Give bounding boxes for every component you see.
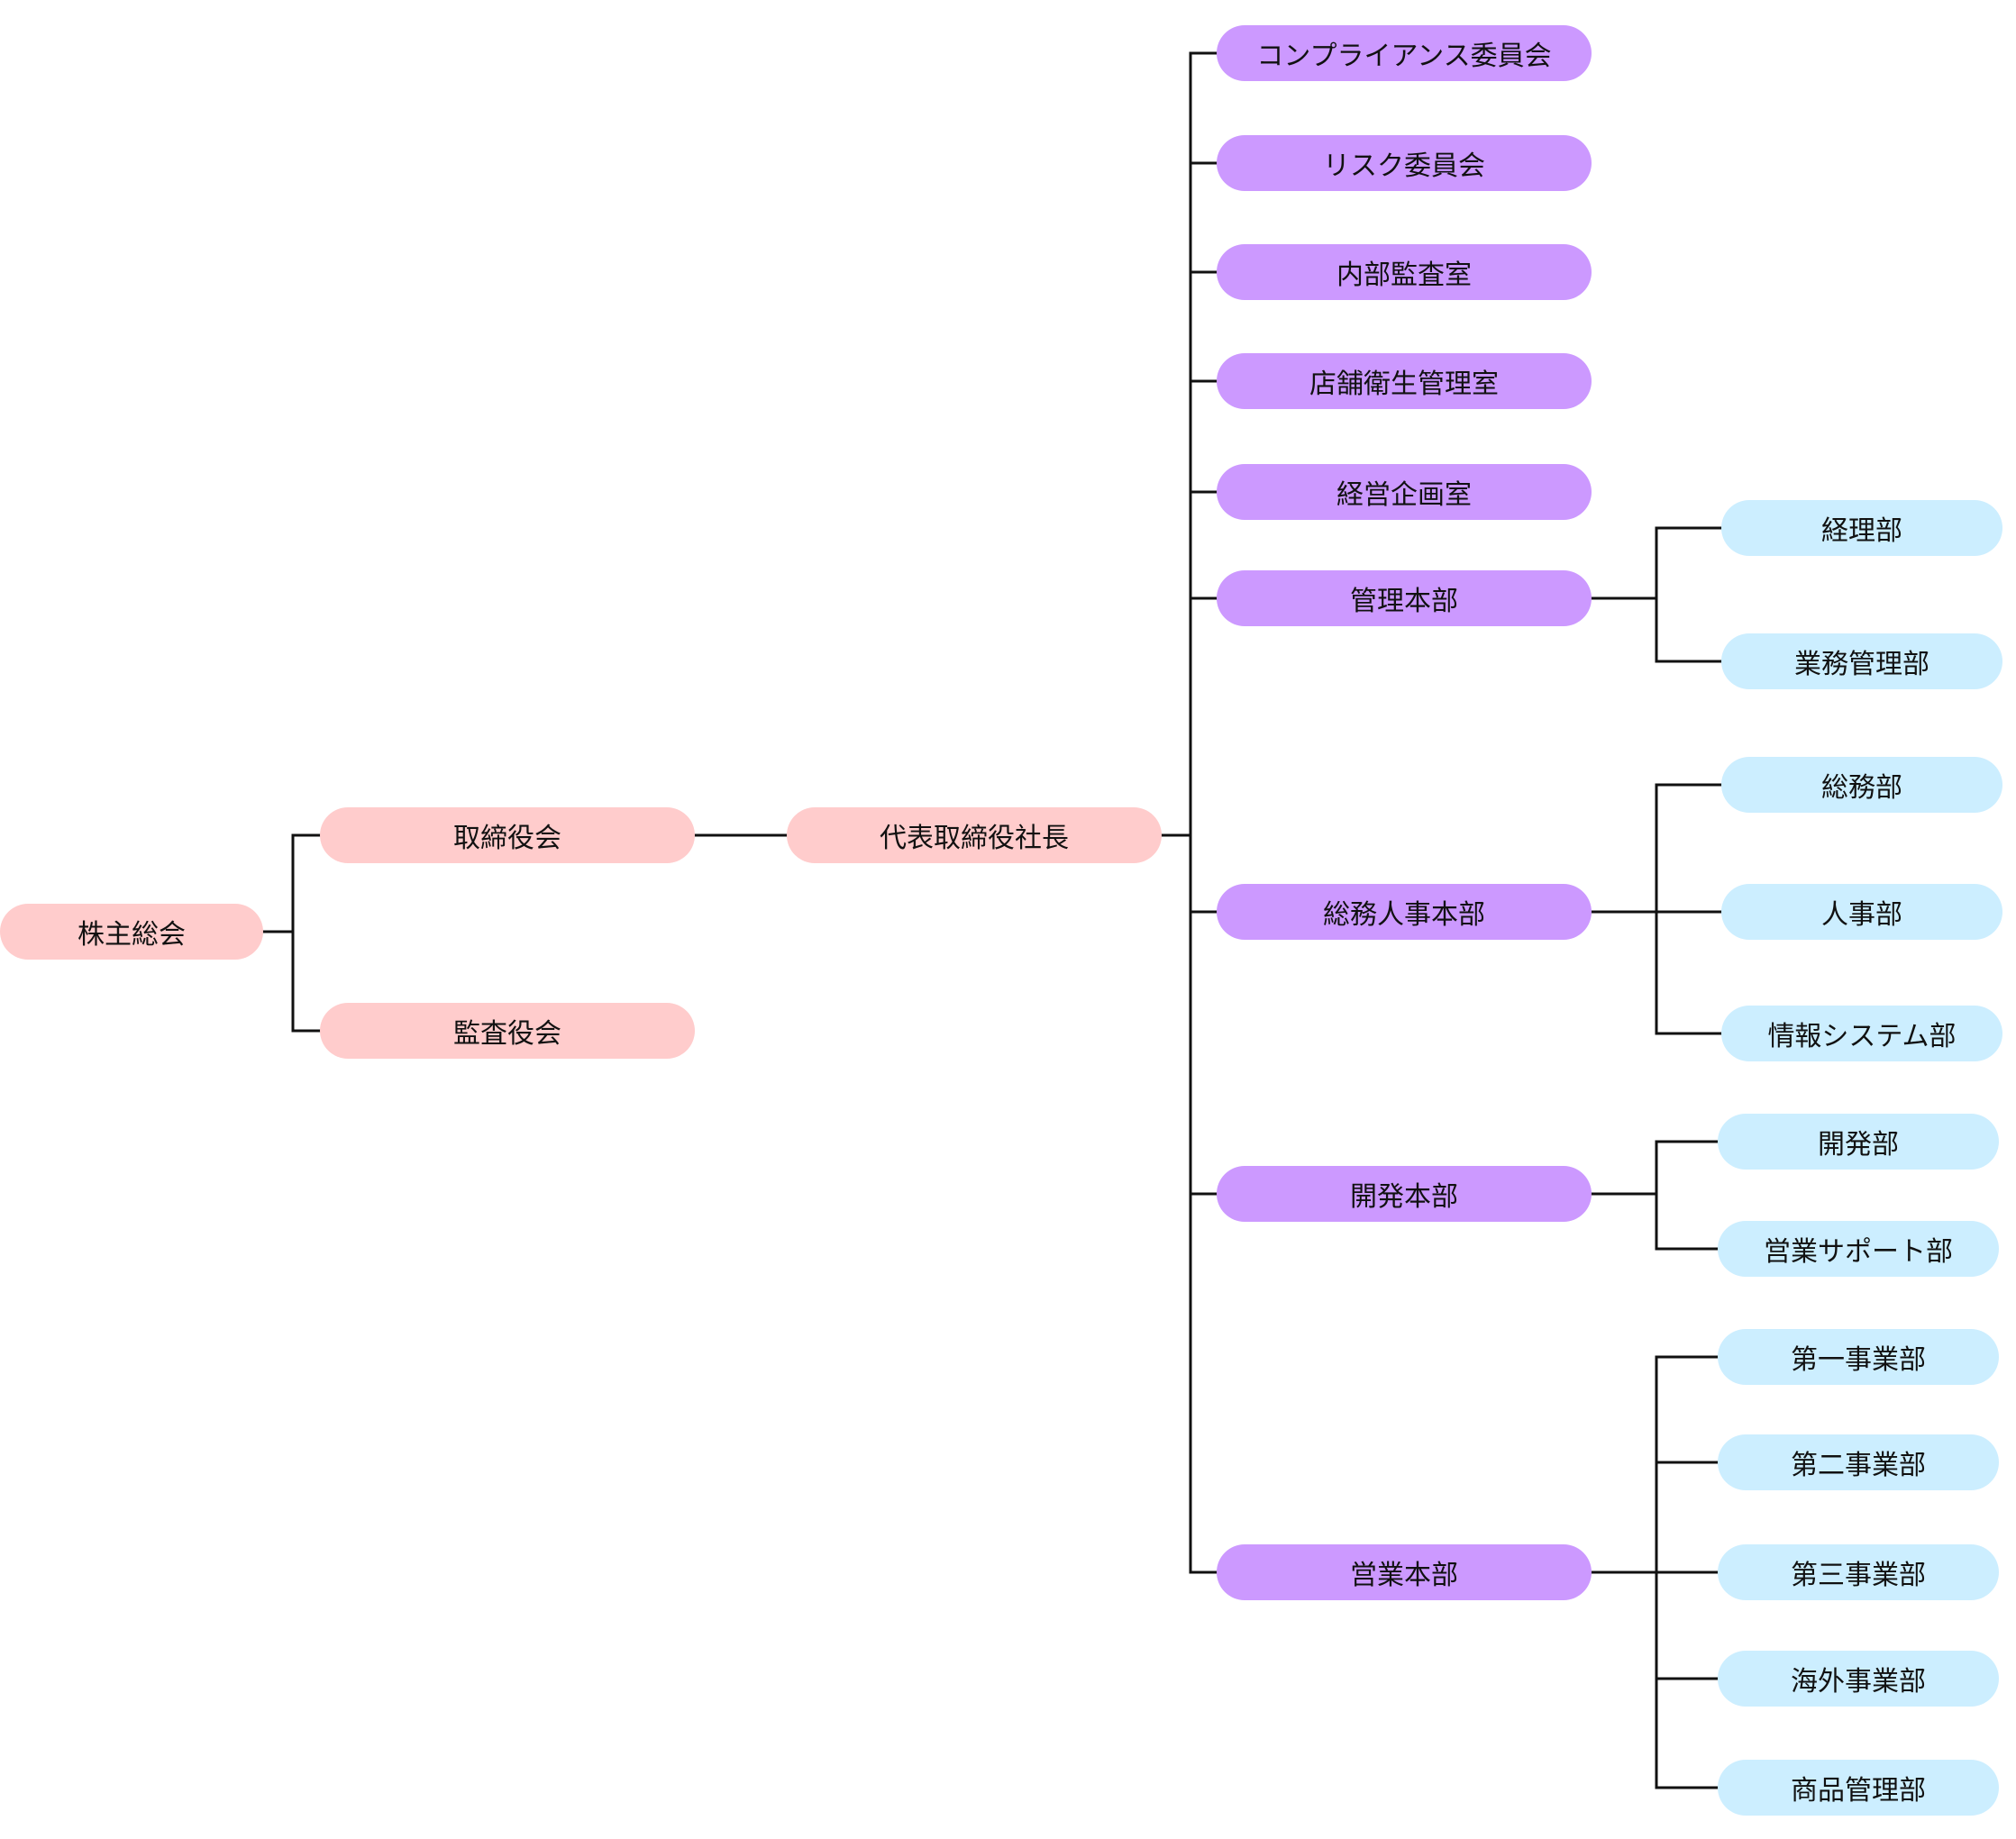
node-board-of-directors[interactable]: 取締役会 (320, 807, 695, 863)
node-audit-board[interactable]: 監査役会 (320, 1003, 695, 1059)
node-sales-support-dept[interactable]: 営業サポート部 (1718, 1221, 1999, 1277)
node-hr-dept[interactable]: 人事部 (1721, 884, 2002, 940)
node-label: 経営企画室 (1336, 479, 1472, 511)
node-operations-management-dept[interactable]: 業務管理部 (1721, 633, 2002, 689)
node-development-hq[interactable]: 開発本部 (1217, 1166, 1592, 1222)
node-label: 内部監査室 (1336, 259, 1472, 291)
node-label: 取締役会 (453, 823, 561, 854)
node-product-management-dept[interactable]: 商品管理部 (1718, 1760, 1999, 1816)
node-label: 商品管理部 (1791, 1775, 1926, 1807)
node-corporate-planning-office[interactable]: 経営企画室 (1217, 464, 1592, 520)
node-label: 第三事業部 (1791, 1560, 1926, 1591)
node-first-business-dept[interactable]: 第一事業部 (1718, 1329, 1999, 1385)
node-compliance-committee[interactable]: コンプライアンス委員会 (1217, 25, 1592, 81)
node-second-business-dept[interactable]: 第二事業部 (1718, 1434, 1999, 1490)
node-label: 開発本部 (1350, 1181, 1458, 1213)
node-label: 管理本部 (1350, 586, 1458, 617)
node-label: 経理部 (1821, 515, 1902, 547)
node-label: 総務人事本部 (1323, 899, 1485, 931)
node-label: 情報システム部 (1767, 1021, 1957, 1052)
node-label: リスク委員会 (1323, 150, 1485, 182)
node-third-business-dept[interactable]: 第三事業部 (1718, 1544, 1999, 1600)
node-shareholders-meeting[interactable]: 株主総会 (0, 904, 263, 960)
node-label: 代表取締役社長 (880, 823, 1069, 854)
node-label: 営業本部 (1350, 1560, 1458, 1591)
node-label: 監査役会 (453, 1018, 561, 1050)
node-store-hygiene-office[interactable]: 店舗衛生管理室 (1217, 353, 1592, 409)
node-information-systems-dept[interactable]: 情報システム部 (1721, 1006, 2002, 1061)
node-label: 株主総会 (78, 919, 186, 951)
node-label: 開発部 (1818, 1129, 1899, 1161)
node-risk-committee[interactable]: リスク委員会 (1217, 135, 1592, 191)
node-label: 店舗衛生管理室 (1309, 369, 1499, 400)
node-label: 人事部 (1821, 899, 1902, 931)
node-general-affairs-hr-hq[interactable]: 総務人事本部 (1217, 884, 1592, 940)
node-label: 業務管理部 (1794, 649, 1929, 680)
node-label: 営業サポート部 (1764, 1236, 1953, 1268)
node-label: 総務部 (1821, 772, 1902, 804)
node-overseas-business-dept[interactable]: 海外事業部 (1718, 1651, 1999, 1707)
node-development-dept[interactable]: 開発部 (1718, 1114, 1999, 1170)
node-accounting-dept[interactable]: 経理部 (1721, 500, 2002, 556)
node-internal-audit-office[interactable]: 内部監査室 (1217, 244, 1592, 300)
node-president[interactable]: 代表取締役社長 (787, 807, 1162, 863)
node-label: コンプライアンス委員会 (1256, 41, 1552, 72)
node-sales-hq[interactable]: 営業本部 (1217, 1544, 1592, 1600)
node-label: 海外事業部 (1791, 1666, 1926, 1698)
node-label: 第二事業部 (1791, 1450, 1926, 1481)
node-label: 第一事業部 (1791, 1344, 1926, 1376)
node-general-affairs-dept[interactable]: 総務部 (1721, 757, 2002, 813)
node-administration-hq[interactable]: 管理本部 (1217, 570, 1592, 626)
